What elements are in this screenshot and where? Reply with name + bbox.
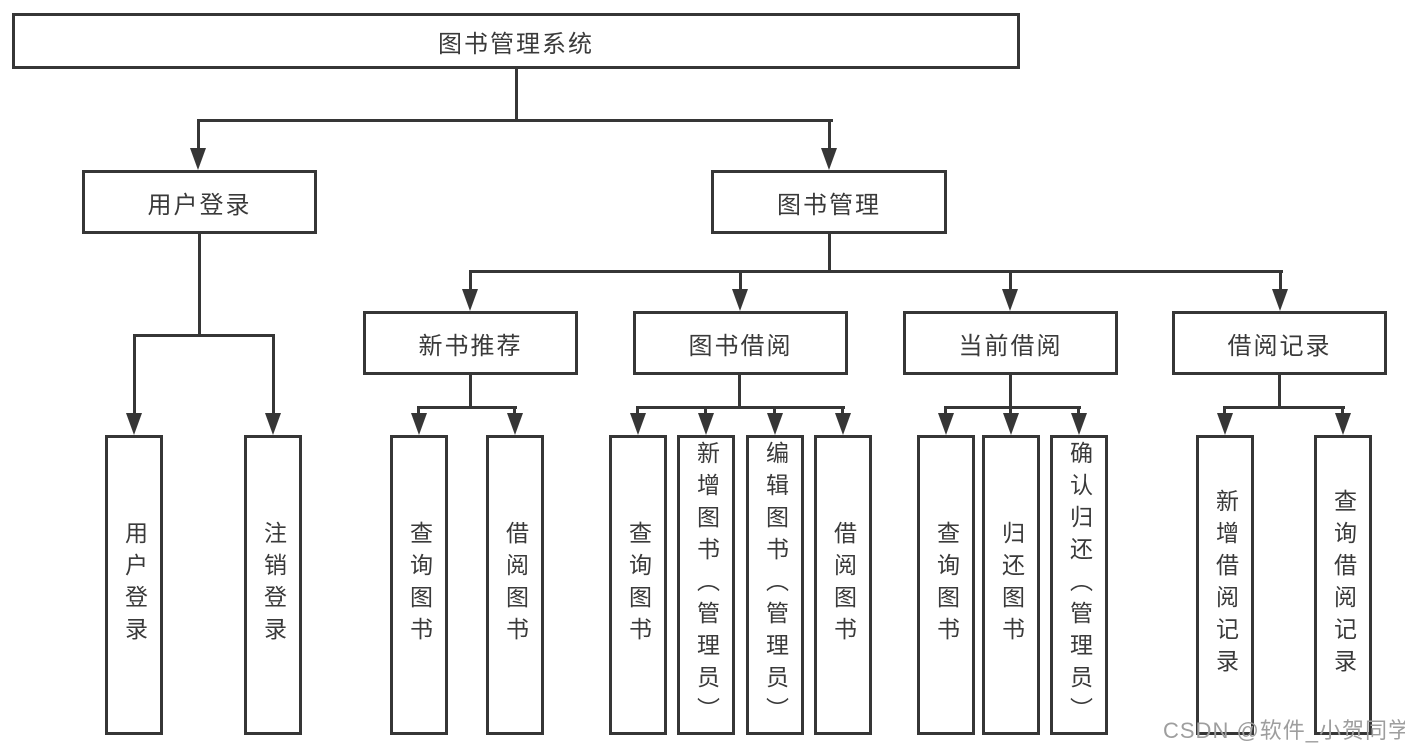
arrow-down-icon bbox=[1002, 289, 1018, 311]
arrow-down-icon bbox=[1003, 413, 1019, 435]
leaf-nbr-borrow-book-label: 借阅图书 bbox=[502, 521, 529, 649]
leaf-cb-return-book: 归还图书 bbox=[982, 435, 1040, 735]
arrow-down-icon bbox=[126, 413, 142, 435]
leaf-br-add-record: 新增借阅记录 bbox=[1196, 435, 1254, 735]
leaf-cb-return-book-label: 归还图书 bbox=[998, 521, 1025, 649]
connector-cb-stem bbox=[1009, 375, 1012, 408]
connector-nbr-rail bbox=[417, 406, 517, 409]
arrow-down-icon bbox=[835, 413, 851, 435]
node-book-management-label: 图书管理 bbox=[777, 191, 881, 219]
leaf-br-query-record-label: 查询借阅记录 bbox=[1330, 489, 1357, 681]
leaf-nbr-borrow-book: 借阅图书 bbox=[486, 435, 544, 735]
arrow-down-icon bbox=[698, 413, 714, 435]
arrow-down-icon bbox=[462, 289, 478, 311]
arrow-down-icon bbox=[630, 413, 646, 435]
node-current-borrow: 当前借阅 bbox=[903, 311, 1118, 375]
leaf-br-query-record: 查询借阅记录 bbox=[1314, 435, 1372, 735]
node-book-borrow-label: 图书借阅 bbox=[688, 332, 793, 360]
leaf-logout-label: 注销登录 bbox=[260, 521, 287, 649]
arrow-down-icon bbox=[507, 413, 523, 435]
arrow-down-icon bbox=[190, 148, 206, 170]
arrow-down-icon bbox=[1071, 413, 1087, 435]
connector-root-rail bbox=[197, 119, 833, 122]
connector-bookmgmt-drop-3 bbox=[1009, 273, 1012, 293]
leaf-user-login: 用户登录 bbox=[105, 435, 163, 735]
connector-nbr-stem bbox=[469, 375, 472, 408]
leaf-cb-confirm-return-admin-label: 确认归还（管理员） bbox=[1066, 441, 1093, 729]
arrow-down-icon bbox=[411, 413, 427, 435]
node-user-login-label: 用户登录 bbox=[147, 191, 252, 219]
connector-br-rail bbox=[1223, 406, 1345, 409]
node-new-book-recommend-label: 新书推荐 bbox=[418, 332, 523, 360]
leaf-br-add-record-label: 新增借阅记录 bbox=[1212, 489, 1239, 681]
connector-userlogin-drop-1 bbox=[133, 337, 136, 417]
arrow-down-icon bbox=[265, 413, 281, 435]
leaf-logout: 注销登录 bbox=[244, 435, 302, 735]
connector-bb-rail bbox=[636, 406, 845, 409]
leaf-cb-query-book: 查询图书 bbox=[917, 435, 975, 735]
connector-root-drop-right bbox=[828, 122, 831, 153]
leaf-bb-add-book-admin: 新增图书（管理员） bbox=[677, 435, 735, 735]
watermark-text: CSDN @软件_小贺同学 bbox=[1163, 718, 1405, 743]
connector-br-stem bbox=[1278, 375, 1281, 408]
connector-bb-stem bbox=[738, 375, 741, 408]
leaf-nbr-query-book-label: 查询图书 bbox=[406, 521, 433, 649]
connector-root-drop-left bbox=[197, 122, 200, 153]
connector-cb-rail bbox=[944, 406, 1081, 409]
node-current-borrow-label: 当前借阅 bbox=[958, 332, 1063, 360]
connector-bookmgmt-drop-2 bbox=[739, 273, 742, 293]
leaf-bb-borrow-book: 借阅图书 bbox=[814, 435, 872, 735]
node-book-management: 图书管理 bbox=[711, 170, 947, 234]
node-user-login: 用户登录 bbox=[82, 170, 317, 234]
leaf-user-login-label: 用户登录 bbox=[121, 521, 148, 649]
connector-userlogin-drop-2 bbox=[272, 337, 275, 417]
arrow-down-icon bbox=[1335, 413, 1351, 435]
arrow-down-icon bbox=[732, 289, 748, 311]
leaf-bb-query-book-label: 查询图书 bbox=[625, 521, 652, 649]
connector-userlogin-stem bbox=[198, 234, 201, 336]
node-root: 图书管理系统 bbox=[12, 13, 1020, 69]
leaf-bb-add-book-admin-label: 新增图书（管理员） bbox=[693, 441, 720, 729]
leaf-bb-borrow-book-label: 借阅图书 bbox=[830, 521, 857, 649]
node-book-borrow: 图书借阅 bbox=[633, 311, 848, 375]
arrow-down-icon bbox=[1272, 289, 1288, 311]
arrow-down-icon bbox=[821, 148, 837, 170]
connector-bookmgmt-drop-4 bbox=[1279, 273, 1282, 293]
node-borrow-records-label: 借阅记录 bbox=[1227, 332, 1332, 360]
leaf-bb-edit-book-admin: 编辑图书（管理员） bbox=[746, 435, 804, 735]
leaf-cb-query-book-label: 查询图书 bbox=[933, 521, 960, 649]
node-root-label: 图书管理系统 bbox=[438, 30, 594, 58]
leaf-bb-query-book: 查询图书 bbox=[609, 435, 667, 735]
connector-userlogin-rail bbox=[133, 334, 275, 337]
connector-bookmgmt-drop-1 bbox=[469, 273, 472, 293]
connector-bookmgmt-stem bbox=[828, 234, 831, 272]
arrow-down-icon bbox=[1217, 413, 1233, 435]
leaf-bb-edit-book-admin-label: 编辑图书（管理员） bbox=[762, 441, 789, 729]
node-new-book-recommend: 新书推荐 bbox=[363, 311, 578, 375]
leaf-nbr-query-book: 查询图书 bbox=[390, 435, 448, 735]
node-borrow-records: 借阅记录 bbox=[1172, 311, 1387, 375]
connector-bookmgmt-rail bbox=[469, 270, 1283, 273]
connector-root-stem bbox=[515, 69, 518, 122]
arrow-down-icon bbox=[767, 413, 783, 435]
leaf-cb-confirm-return-admin: 确认归还（管理员） bbox=[1050, 435, 1108, 735]
arrow-down-icon bbox=[938, 413, 954, 435]
